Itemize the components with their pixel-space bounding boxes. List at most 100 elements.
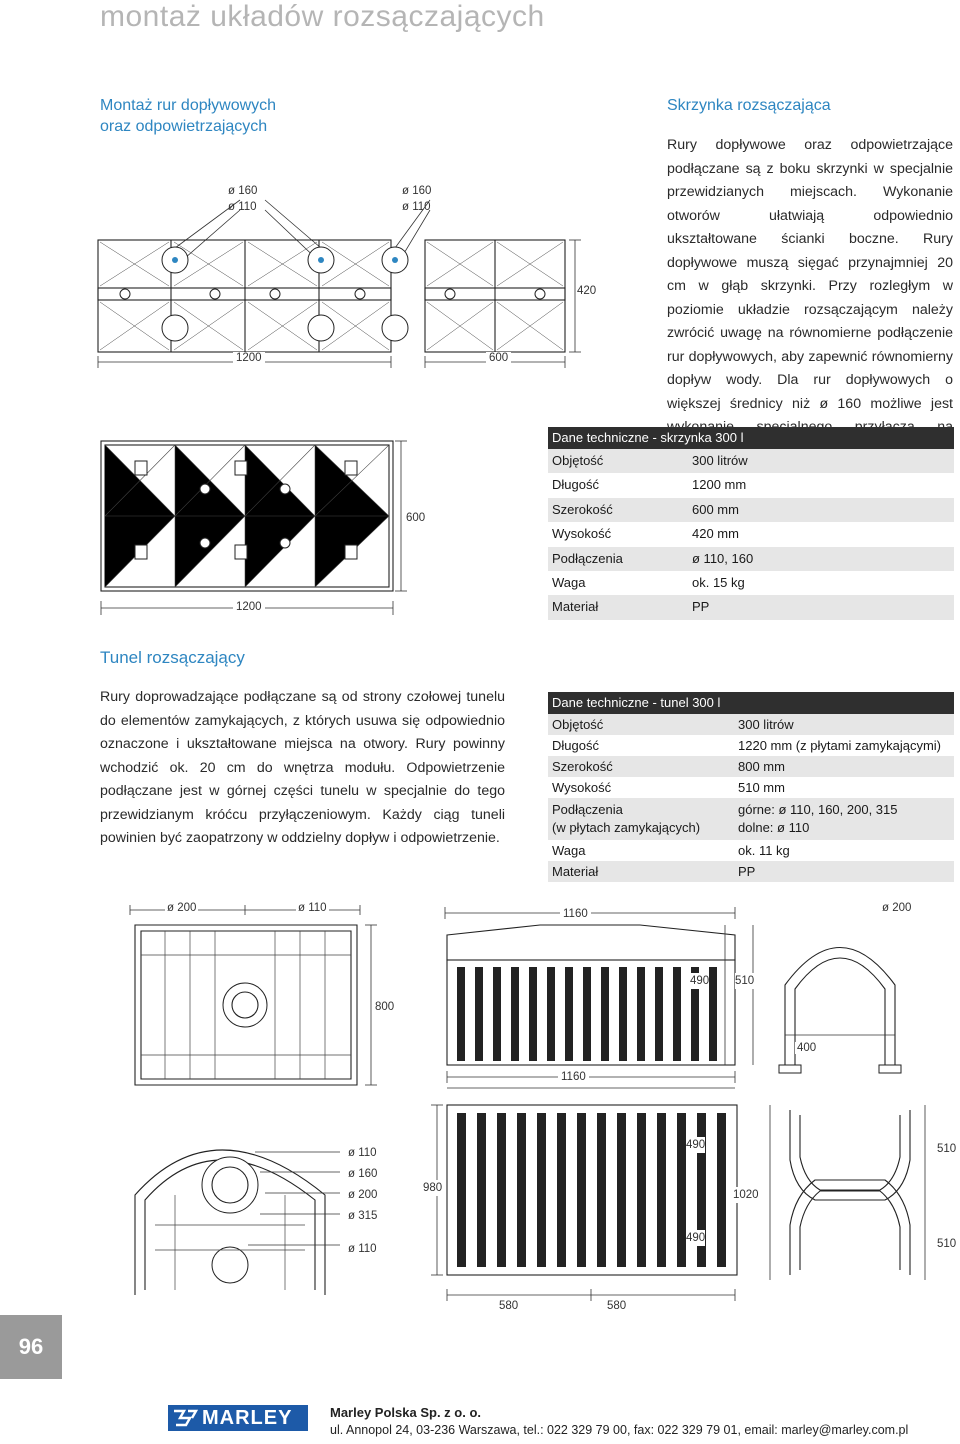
- tunnel-arch-end-view: [778, 947, 902, 1074]
- section-heading-tunnel: Tunel rozsączający: [100, 648, 245, 667]
- row-key: Waga: [552, 574, 586, 590]
- row-value: ok. 11 kg: [738, 843, 790, 858]
- row-key-line2: (w płytach zamykających): [552, 820, 701, 835]
- row-value: 300 litrów: [692, 453, 748, 468]
- row-key: Materiał: [552, 864, 599, 879]
- tunnel-paragraph: Rury doprowadzające podłączane są od str…: [100, 689, 505, 846]
- row-key: Podłączenia (w płytach zamykających): [552, 801, 700, 837]
- table-row: Podłączenia (w płytach zamykających) górn…: [548, 798, 954, 840]
- crate-elevation-drawing: [97, 199, 581, 368]
- tunnel-double-arch-view: [769, 1105, 926, 1280]
- dim-top-right-200: ø 200: [880, 902, 914, 914]
- heading-line-2: oraz odpowietrzających: [100, 118, 268, 135]
- row-value-line2: dolne: ø 110: [738, 820, 810, 835]
- dim-510-c: 510: [937, 1236, 957, 1252]
- dim-420: 420: [577, 283, 597, 299]
- table-row: Objętość 300 litrów: [548, 714, 954, 735]
- row-key: Podłączenia: [552, 550, 623, 566]
- row-value: 1200 mm: [692, 477, 747, 493]
- row-key-line1: Podłączenia: [552, 802, 623, 817]
- crate-tech-table: Dane techniczne - skrzynka 300 l Objętoś…: [548, 427, 954, 620]
- end-label-110-bottom: ø 110: [348, 1243, 377, 1255]
- table-row: Szerokość 800 mm: [548, 756, 954, 777]
- table-row: Wysokość 420 mm: [548, 522, 954, 546]
- heading-line-1: Montaż rur dopływowych: [100, 97, 277, 114]
- tunnel-drawings: [129, 905, 926, 1301]
- dim-400: 400: [795, 1042, 819, 1054]
- table-row: Długość 1220 mm (z płytami zamykającymi): [548, 735, 954, 756]
- company-name: Marley Polska Sp. z o. o.: [330, 1405, 481, 1420]
- callout-right: ø 160 ø 110: [402, 183, 431, 215]
- row-value: ø 110, 160: [692, 550, 754, 566]
- row-value: 510 mm: [738, 780, 785, 795]
- end-cap-labels: ø 110 ø 160 ø 200 ø 315 ø 110: [348, 1143, 377, 1260]
- dim-1160-top: 1160: [560, 908, 591, 920]
- row-value: 300 litrów: [738, 717, 794, 732]
- table-row: Szerokość 600 mm: [548, 497, 954, 523]
- row-value: PP: [738, 864, 756, 879]
- row-value-line1: górne: ø 110, 160, 200, 315: [738, 802, 898, 817]
- dim-510-a: 510: [735, 973, 755, 989]
- marley-logo: MARLEY: [168, 1405, 308, 1431]
- tunnel-plan-view: [129, 905, 377, 1086]
- dim-1020: 1020: [733, 1187, 759, 1203]
- section-heading-pipes: Montaż rur dopływowych oraz odpowietrzaj…: [100, 95, 276, 137]
- tunnel-plan-bottom-view: [431, 1087, 738, 1301]
- marley-logo-icon: [174, 1409, 199, 1427]
- row-value: 800 mm: [738, 759, 785, 774]
- callout-left-160: ø 160: [228, 185, 258, 197]
- table-row: Podłączenia ø 110, 160: [548, 546, 954, 571]
- row-key: Materiał: [552, 599, 599, 615]
- page-title: montaż układów rozsączających: [100, 0, 545, 33]
- row-key: Waga: [552, 843, 586, 858]
- table-row: Materiał PP: [548, 861, 954, 882]
- table-row: Waga ok. 11 kg: [548, 840, 954, 861]
- crate-table-header: Dane techniczne - skrzynka 300 l: [548, 427, 954, 449]
- row-key: Wysokość: [552, 526, 612, 542]
- crate-paragraph: Rury dopływowe oraz odpowietrzające podł…: [667, 137, 953, 459]
- row-value: 420 mm: [692, 526, 739, 542]
- callout-right-160: ø 160: [402, 185, 432, 197]
- dim-490-c: 490: [686, 1230, 706, 1246]
- row-key: Szerokość: [552, 501, 613, 517]
- row-value: górne: ø 110, 160, 200, 315 dolne: ø 110: [738, 801, 898, 837]
- dim-510-b: 510: [937, 1141, 957, 1157]
- dim-600: 600: [486, 352, 512, 364]
- end-label-110: ø 110: [348, 1147, 377, 1159]
- end-label-315: ø 315: [348, 1210, 378, 1222]
- row-value: ok. 15 kg: [692, 574, 745, 590]
- tunnel-end-cap-view: [134, 1149, 340, 1295]
- dim-490-b: 490: [686, 1137, 706, 1153]
- row-key: Objętość: [552, 453, 604, 468]
- dim-top-110: ø 110: [296, 902, 329, 914]
- row-key: Szerokość: [552, 759, 613, 774]
- callout-right-110: ø 110: [402, 201, 431, 213]
- row-key: Długość: [552, 738, 599, 753]
- plan-dim-600: 600: [406, 510, 426, 526]
- section-heading-crate: Skrzynka rozsączająca: [667, 97, 831, 114]
- dim-490-a: 490: [690, 973, 710, 989]
- table-row: Waga ok. 15 kg: [548, 571, 954, 595]
- row-key: Objętość: [552, 717, 604, 732]
- dim-580-a: 580: [497, 1300, 521, 1312]
- dim-1160-bottom: 1160: [558, 1071, 589, 1083]
- row-key: Długość: [552, 477, 599, 493]
- dim-1200: 1200: [233, 352, 265, 364]
- end-label-200: ø 200: [348, 1189, 378, 1201]
- row-value: 1220 mm (z płytami zamykającymi): [738, 738, 941, 753]
- company-address: ul. Annopol 24, 03-236 Warszawa, tel.: 0…: [330, 1423, 909, 1437]
- dim-top-200: ø 200: [165, 902, 199, 914]
- dim-980: 980: [423, 1180, 443, 1196]
- dim-580-b: 580: [605, 1300, 629, 1312]
- plan-dim-1200: 1200: [233, 601, 265, 613]
- end-label-160: ø 160: [348, 1168, 378, 1180]
- page-number: 96: [0, 1315, 62, 1379]
- crate-plan-drawing: [100, 440, 407, 615]
- row-value: 600 mm: [692, 501, 739, 517]
- logo-text: MARLEY: [202, 1407, 293, 1429]
- row-key: Wysokość: [552, 780, 612, 795]
- dim-800: 800: [375, 999, 395, 1015]
- table-row: Objętość 300 litrów: [548, 449, 954, 474]
